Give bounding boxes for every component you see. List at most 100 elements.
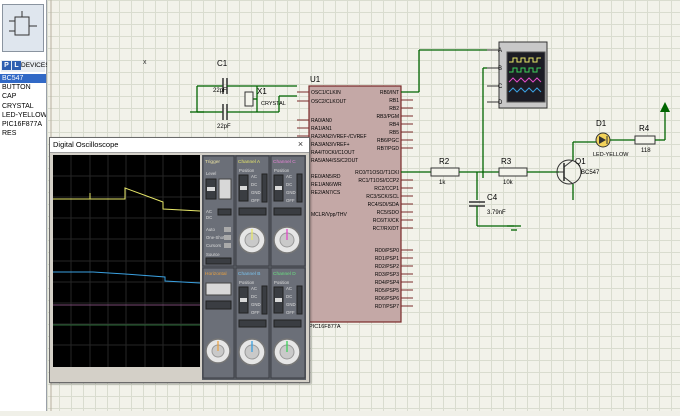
u1-left-pin-label: OSC1/CLKIN [311,90,341,96]
oscilloscope-window[interactable]: Digital Oscilloscope × [49,137,310,383]
component-preview [2,4,44,52]
channel-a-coupling-switch[interactable] [261,173,268,203]
trigger-dc-label: DC [206,215,212,220]
channel-d-position-thumb[interactable] [275,298,282,302]
c1-capacitor[interactable]: C1 22pF [207,59,257,94]
q1-transistor[interactable]: Q1 BC547 [556,157,600,185]
channel-a-readout [238,207,267,216]
channel-b-position-thumb[interactable] [240,298,247,302]
channel-d-off-label: OFF [286,310,295,315]
source-selector[interactable] [205,257,232,265]
trigger-source-selector[interactable] [218,178,232,200]
u1-right-pin-label: RB0/INT [380,90,399,96]
u1-microcontroller[interactable]: U1 PIC16F877A OSC1/CLKINOSC2/CLKOUTRA0/A… [297,75,413,330]
u1-left-pin-label: RA4/T0CKI/C1OUT [311,150,355,156]
u1-left-pin-label: MCLR/Vpp/THV [311,212,348,218]
cursors-label: Cursors [206,243,221,248]
channel-c-ac-label: AC [286,174,292,179]
channel-c-readout [273,207,302,216]
u1-left-pin-label: RE1/AN6/WR [311,182,342,188]
device-list-item[interactable]: BUTTON [2,84,31,92]
u1-left-pin-label: RA5/AN4/SS/C2OUT [311,158,358,164]
channel-d-dc-label: DC [286,294,292,299]
c1-ref: C1 [217,59,228,68]
channel-b-label: Channel B [238,271,260,277]
channel-b-dc-label: DC [251,294,257,299]
x1-crystal[interactable]: X1 CRYSTAL [244,86,286,112]
u1-right-pin-label: RD0/PSP0 [375,248,399,254]
channel-d-readout [273,319,302,328]
d1-ref: D1 [596,119,607,128]
r2-resistor[interactable]: R2 1k [430,157,460,186]
trigger-coupling-switch[interactable] [217,208,232,216]
pick-device-button[interactable]: P [2,61,11,70]
channel-b-position-label: Position [239,280,255,285]
channel-b-ac-label: AC [251,286,257,291]
osc-channel-a: A [498,48,502,54]
r4-resistor[interactable]: R4 118 [634,124,656,154]
channel-d-coupling-switch[interactable] [296,285,303,315]
auto-button[interactable] [224,227,231,232]
channel-d-label: Channel D [273,271,296,277]
ground-symbol [477,225,521,231]
one-shot-button[interactable] [224,235,231,240]
oscilloscope-traces [53,155,201,367]
trace-channel-b [53,271,201,284]
channel-c-position-thumb[interactable] [275,186,282,190]
c2-value: 22pF [217,124,231,130]
horizontal-position-slider[interactable] [205,282,232,296]
power-arrow-icon [660,102,670,112]
trigger-ac-label: AC [206,209,212,214]
channel-a-position-label: Position [239,168,255,173]
r3-resistor[interactable]: R3 10k [498,157,528,186]
r4-ref: R4 [639,124,650,133]
library-button[interactable]: L [12,61,21,70]
u1-right-pin-label: RC6/TX/CK [373,218,400,224]
channel-a-gnd-label: GND [251,190,261,195]
c4-capacitor[interactable]: C4 3.79nF [469,193,506,216]
channel-b-coupling-switch[interactable] [261,285,268,315]
u1-left-pin-label: RA0/AN0 [311,118,332,124]
d1-led[interactable]: D1 LED-YELLOW [593,119,629,158]
d1-part: LED-YELLOW [593,152,629,158]
device-list-item[interactable]: CRYSTAL [2,102,34,110]
u1-right-pin-label: RD2/PSP2 [375,264,399,270]
r4-value: 118 [641,148,651,154]
close-icon[interactable]: × [297,139,304,149]
device-list-item[interactable]: PIC16F877A [2,121,43,129]
channel-b-readout [238,319,267,328]
trigger-level-label: Level [206,171,216,176]
timebase-display [205,300,232,310]
channel-a-ac-label: AC [251,174,257,179]
u1-right-pin-label: RD3/PSP3 [375,272,399,278]
u1-right-pin-label: RC5/SDO [377,210,399,216]
cursors-button[interactable] [224,243,231,248]
c4-value: 3.79nF [487,210,506,216]
osc-channel-d: D [498,100,503,106]
u1-right-pin-label: RB6/PGC [377,138,399,144]
u1-right-pin-label: RC1/T1OSI/CCP2 [358,178,399,184]
oscilloscope-title-bar[interactable]: Digital Oscilloscope × [50,138,309,153]
oscilloscope-instrument[interactable]: A B C D [487,41,548,109]
u1-right-pin-label: RC3/SCK/SCL [366,194,399,200]
u1-right-pin-label: RB2 [389,106,399,112]
trigger-label: Trigger [205,159,220,165]
device-list-item[interactable]: RES [2,130,17,138]
device-list-item[interactable]: LED-YELLOW [2,111,46,119]
u1-left-pin-label: RA3/AN3/VREF+ [311,142,350,148]
c2-capacitor[interactable]: 22pF [207,104,257,130]
r2-ref: R2 [439,157,450,166]
channel-a-dc-label: DC [251,182,257,187]
trigger-level-thumb[interactable] [207,187,215,191]
grid-mark: x [143,59,147,66]
u1-left-pin-label: RA1/AN1 [311,126,332,132]
device-list-item[interactable]: CAP [2,93,17,101]
device-list-item[interactable]: BC547 [0,74,46,84]
oscilloscope-display [53,155,201,367]
channel-a-position-thumb[interactable] [240,186,247,190]
r2-value: 1k [439,180,446,186]
channel-c-coupling-switch[interactable] [296,173,303,203]
source-label: Source [206,252,220,257]
u1-ref: U1 [310,75,321,84]
